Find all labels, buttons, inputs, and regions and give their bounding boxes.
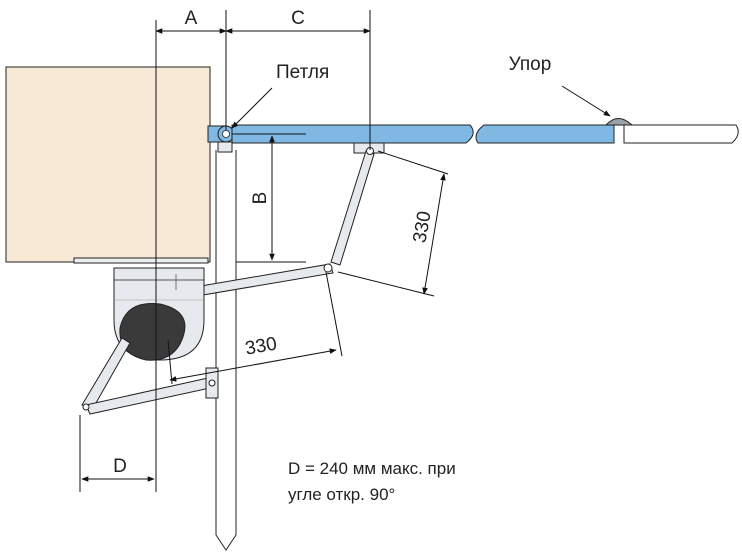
stop-callout-arrow [561,85,611,117]
label-stop: Упор [509,54,552,75]
mounting-plate [73,257,209,264]
straight-arm [330,150,375,266]
label-hinge: Петля [276,62,329,83]
label-a: A [185,8,198,29]
gate-leaf-main [231,124,474,144]
label-d: D [113,456,127,477]
label-c: C [291,8,305,29]
label-arm-330-lower: 330 [244,333,279,359]
label-arm-330-upper: 330 [409,210,435,245]
gate-stop [604,118,634,126]
adjacent-surface [623,124,739,144]
note-line-1: D = 240 мм макс. при [288,459,456,478]
hinge-clamp [217,141,233,153]
elbow-pivot [323,263,333,273]
hinge-callout-arrow [231,87,273,129]
note-line-2: угле откр. 90° [288,485,395,504]
dim-330-upper-line [422,173,446,295]
gate-leaf-end [475,124,615,144]
label-b: B [250,192,271,205]
dim-330-lower-line [169,348,337,382]
gate-post [215,150,237,551]
pillar [5,66,211,263]
